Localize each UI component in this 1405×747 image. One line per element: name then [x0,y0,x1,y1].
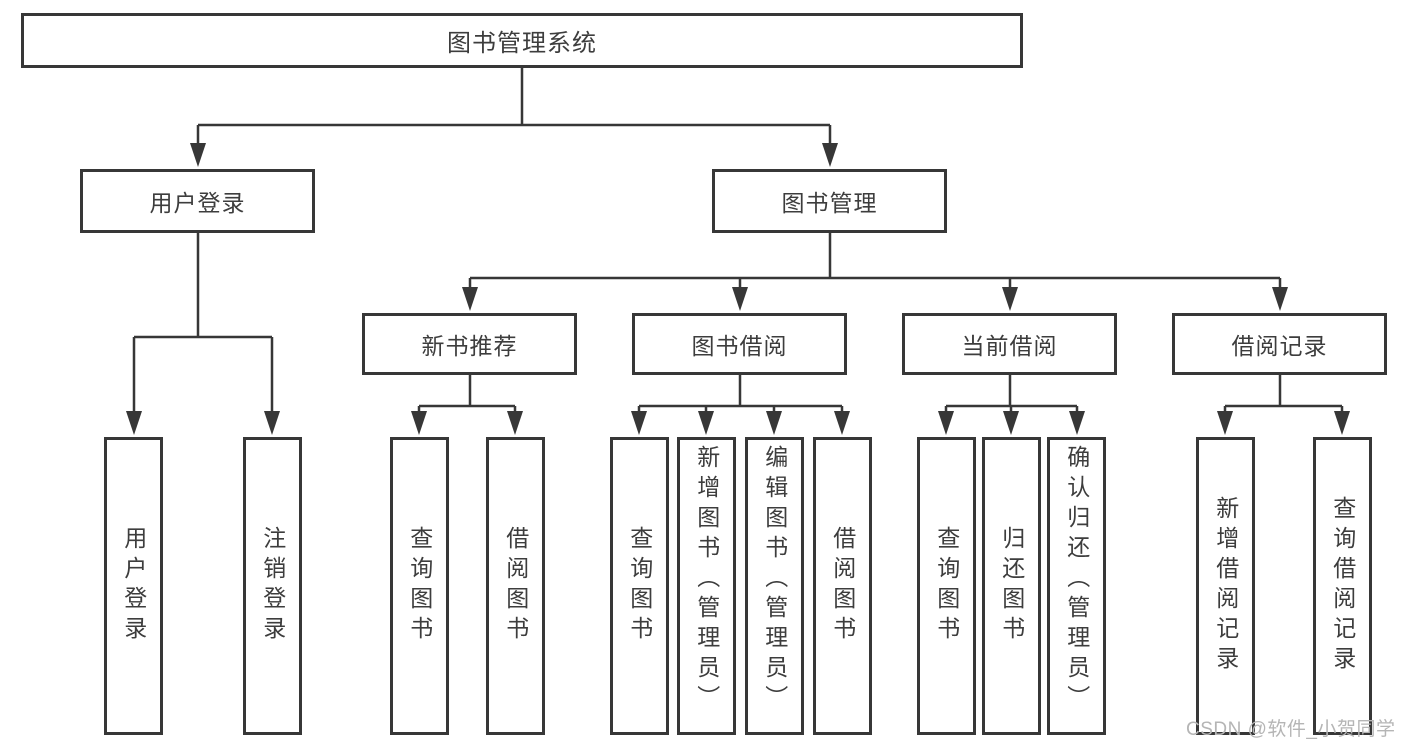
leaf-add-borrow-record-label: 新增借阅记录 [1212,496,1239,676]
leaf-borrow-books-borrowing: 借阅图书 [813,437,872,735]
leaf-logout: 注销登录 [243,437,302,735]
node-library-system-label: 图书管理系统 [447,30,597,57]
leaf-return-books: 归还图书 [982,437,1041,735]
leaf-query-borrow-record-label: 查询借阅记录 [1329,496,1356,676]
node-user-login: 用户登录 [80,169,315,233]
leaf-edit-book-admin-label: 编辑图书（管理员） [761,445,788,715]
watermark: CSDN @软件_小贺同学 [1186,719,1396,740]
leaf-return-books-label: 归还图书 [998,526,1025,646]
node-book-management: 图书管理 [712,169,947,233]
node-book-borrowing: 图书借阅 [632,313,847,375]
leaf-user-login: 用户登录 [104,437,163,735]
leaf-query-books-current-label: 查询图书 [933,526,960,646]
node-new-book-recommend-label: 新书推荐 [421,333,518,359]
leaf-user-login-label: 用户登录 [120,526,147,646]
leaf-query-books-current: 查询图书 [917,437,976,735]
leaf-query-books-borrowing-label: 查询图书 [626,526,653,646]
node-current-borrowing: 当前借阅 [902,313,1117,375]
leaf-query-books-recommend-label: 查询图书 [406,526,433,646]
leaf-add-book-admin: 新增图书（管理员） [677,437,736,735]
leaf-confirm-return-admin: 确认归还（管理员） [1047,437,1106,735]
leaf-confirm-return-admin-label: 确认归还（管理员） [1063,445,1090,715]
leaf-query-books-recommend: 查询图书 [390,437,449,735]
leaf-borrow-books-recommend: 借阅图书 [486,437,545,735]
node-user-login-label: 用户登录 [149,190,246,216]
node-current-borrowing-label: 当前借阅 [961,333,1058,359]
leaf-logout-label: 注销登录 [259,526,286,646]
leaf-borrow-books-recommend-label: 借阅图书 [502,526,529,646]
node-borrow-records-label: 借阅记录 [1231,333,1328,359]
leaf-add-borrow-record: 新增借阅记录 [1196,437,1255,735]
leaf-add-book-admin-label: 新增图书（管理员） [693,445,720,715]
leaf-query-borrow-record: 查询借阅记录 [1313,437,1372,735]
node-book-borrowing-label: 图书借阅 [691,333,788,359]
node-book-management-label: 图书管理 [781,190,878,216]
node-library-system: 图书管理系统 [21,13,1023,68]
leaf-query-books-borrowing: 查询图书 [610,437,669,735]
leaf-edit-book-admin: 编辑图书（管理员） [745,437,804,735]
node-borrow-records: 借阅记录 [1172,313,1387,375]
node-new-book-recommend: 新书推荐 [362,313,577,375]
leaf-borrow-books-borrowing-label: 借阅图书 [829,526,856,646]
arrowheads [126,143,1350,435]
